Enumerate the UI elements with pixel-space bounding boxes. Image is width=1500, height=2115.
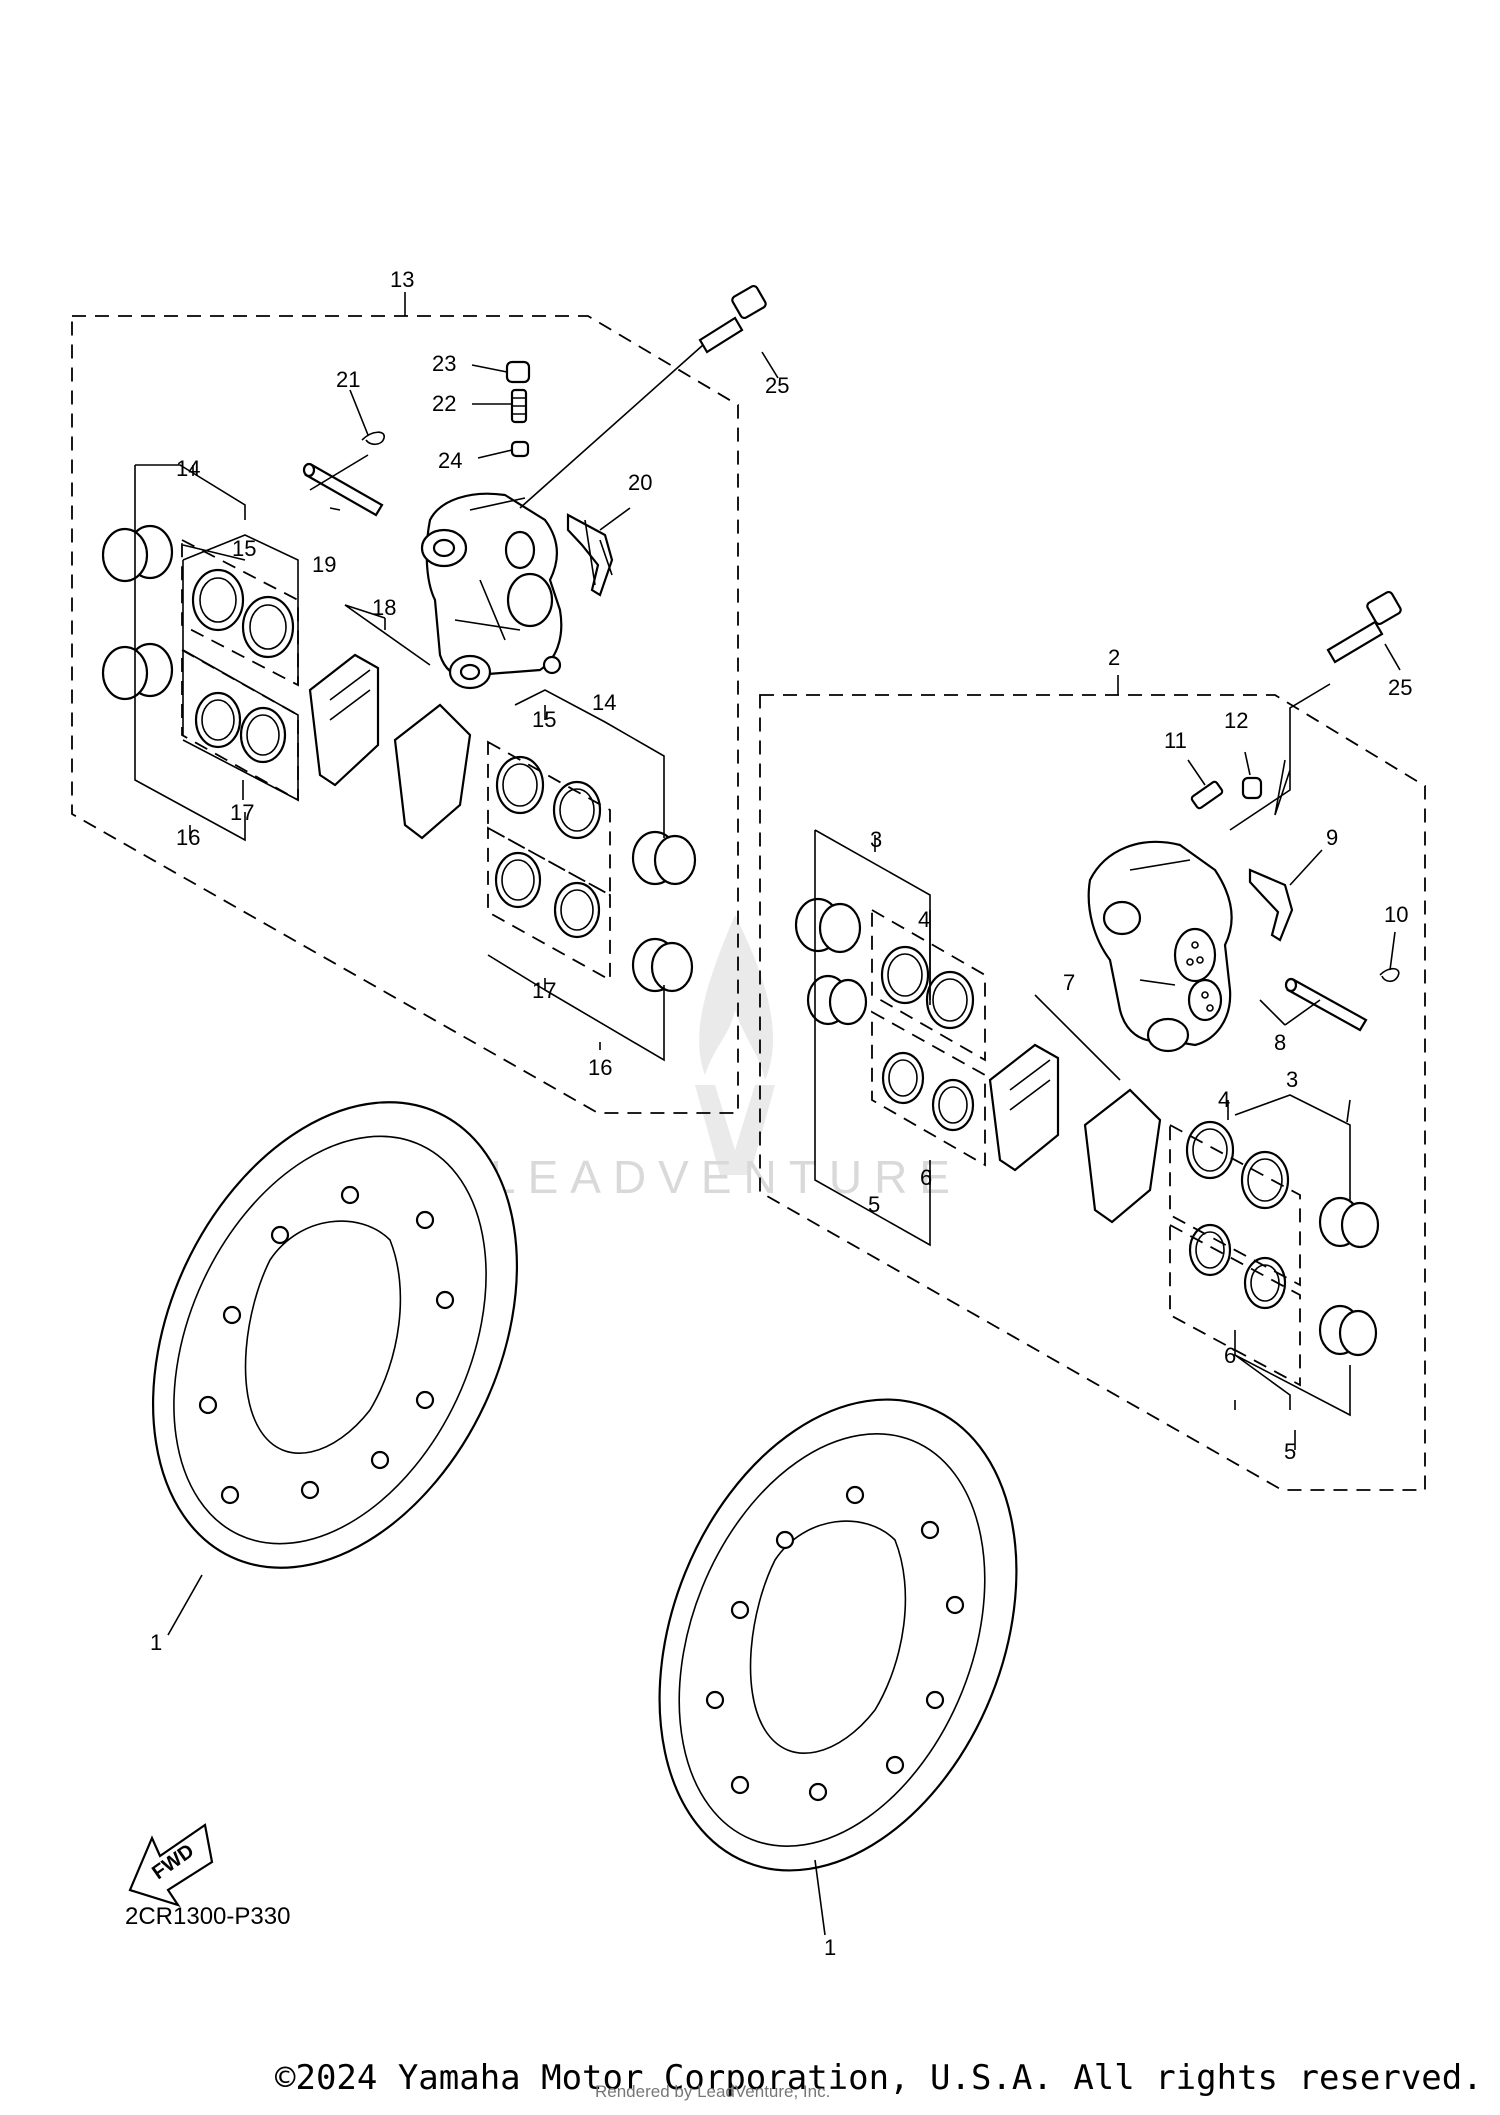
piston-right-5b <box>1318 1304 1378 1357</box>
bleed-cap-23 <box>505 360 531 384</box>
callout-11: 11 <box>1164 728 1187 753</box>
callout-4: 4 <box>1218 1087 1230 1112</box>
callout-20: 20 <box>628 470 652 495</box>
callout-6: 6 <box>920 1165 932 1190</box>
callout-19: 19 <box>312 552 336 577</box>
callout-25: 25 <box>1388 675 1412 700</box>
callout-25: 25 <box>765 373 789 398</box>
washer-24 <box>510 440 530 458</box>
callout-6: 6 <box>1224 1343 1236 1368</box>
brake-pad-right-7b <box>1083 1088 1162 1224</box>
callout-10: 10 <box>1384 902 1408 927</box>
callout-16: 16 <box>176 825 200 850</box>
brake-pad-left-18a <box>308 653 380 787</box>
callout-23: 23 <box>432 351 456 376</box>
pin-8 <box>1284 977 1368 1032</box>
bleed-cap-12 <box>1241 776 1263 800</box>
callout-14: 14 <box>592 690 616 715</box>
callout-15: 15 <box>232 536 256 561</box>
fwd-arrow-icon: FWD <box>128 1823 214 1907</box>
diagram-code: 2CR1300-P330 <box>125 1903 291 1930</box>
seal-set-right-4b <box>1185 1120 1290 1210</box>
callout-16: 16 <box>588 1055 612 1080</box>
seal-set-left-17 <box>194 691 287 764</box>
callout-22: 22 <box>432 391 456 416</box>
callout-3: 3 <box>870 827 882 852</box>
pad-spring-20 <box>566 513 614 597</box>
seal-set-right-6b <box>1188 1223 1287 1310</box>
callout-9: 9 <box>1326 825 1338 850</box>
piston-right-5-lower <box>806 974 868 1026</box>
bolt-25-left <box>698 284 767 354</box>
callout-14: 14 <box>176 456 200 481</box>
callout-1: 1 <box>824 1935 836 1960</box>
bolt-25-right <box>1326 590 1402 664</box>
piston-left-14-upper <box>101 524 174 583</box>
clip-10 <box>1379 967 1400 983</box>
seal-set-left-15 <box>191 568 295 659</box>
callout-5: 5 <box>1284 1439 1296 1464</box>
rendered-by-notice: Rendered by LeadVenture, Inc. <box>595 2082 831 2101</box>
caliper-body-right <box>1087 840 1233 1053</box>
callout-15: 15 <box>532 707 556 732</box>
callout-4: 4 <box>918 907 930 932</box>
piston-left-16b <box>631 937 694 993</box>
callout-8: 8 <box>1274 1030 1286 1055</box>
callout-5: 5 <box>868 1192 880 1217</box>
callout-1: 1 <box>150 1630 162 1655</box>
callout-7: 7 <box>1063 970 1075 995</box>
bleed-screw-22 <box>510 388 528 424</box>
piston-left-14b <box>631 830 697 886</box>
leader-lines <box>134 292 1401 1936</box>
callout-17: 17 <box>532 978 556 1003</box>
pin-19 <box>302 462 384 517</box>
piston-right-3-upper <box>794 897 862 954</box>
clip-21 <box>361 431 385 446</box>
callout-17: 17 <box>230 800 254 825</box>
piston-left-16-lower <box>101 642 174 701</box>
seal-set-left-15b <box>495 755 602 840</box>
seal-set-right-6 <box>881 1051 975 1132</box>
brake-disc-right <box>658 1398 1018 1872</box>
watermark-text: LEADVENTURE <box>490 1151 962 1203</box>
callout-24: 24 <box>438 448 462 473</box>
callout-3: 3 <box>1286 1067 1298 1092</box>
watermark-logo <box>695 915 775 1175</box>
callout-13: 13 <box>390 267 414 292</box>
seal-set-left-17b <box>494 851 601 939</box>
callout-12: 12 <box>1224 708 1248 733</box>
caliper-assembly-left-outline <box>71 315 739 1114</box>
callout-2: 2 <box>1108 645 1120 670</box>
pad-spring-9 <box>1248 868 1294 942</box>
callout-21: 21 <box>336 367 360 392</box>
caliper-assembly-right-outline <box>759 694 1426 1491</box>
callout-18: 18 <box>372 595 396 620</box>
seal-set-right-4 <box>880 945 975 1030</box>
bleed-screw-11 <box>1190 780 1224 810</box>
brake-pad-right-7a <box>988 1043 1060 1172</box>
copyright-notice: ©2024 Yamaha Motor Corporation, U.S.A. A… <box>275 2058 1483 2098</box>
piston-right-3b <box>1318 1196 1380 1249</box>
brake-pad-left-18b <box>393 703 472 840</box>
caliper-body-left <box>420 492 563 690</box>
brake-disc-left <box>152 1101 518 1569</box>
